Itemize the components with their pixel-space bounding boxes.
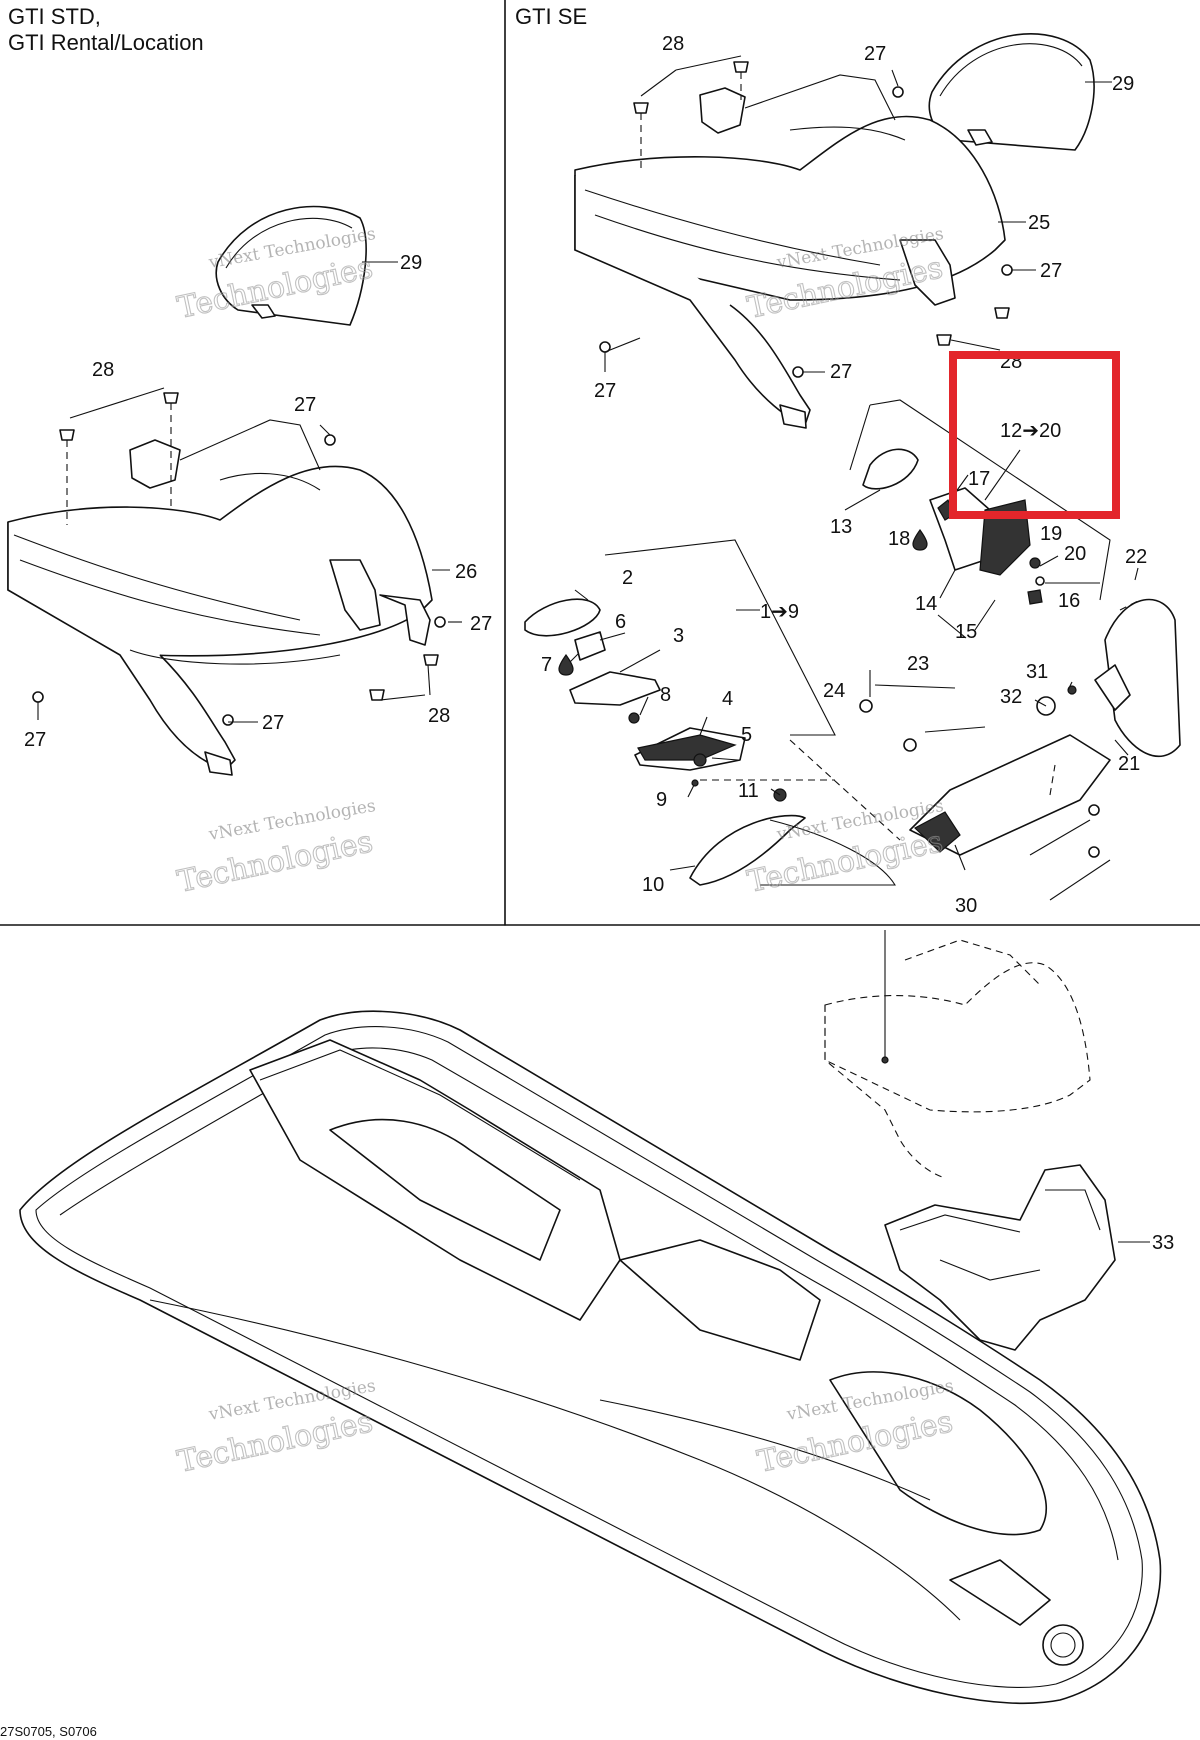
callout-28-left-bottom: 28 xyxy=(428,705,450,727)
callout-1-9: 1➔9 xyxy=(760,601,799,623)
callout-30: 30 xyxy=(955,895,977,917)
left-panel-drawing xyxy=(7,205,462,776)
callout-28-left-top: 28 xyxy=(92,359,114,381)
callout-8: 8 xyxy=(660,684,671,706)
panel-title-gti-std: GTI STD, xyxy=(8,4,101,29)
right-panel-drawing xyxy=(524,33,1181,901)
callout-23: 23 xyxy=(907,653,929,675)
callout-29-left: 29 xyxy=(400,252,422,274)
callout-27-left-bottom: 27 xyxy=(24,729,46,751)
callout-32: 32 xyxy=(1000,686,1022,708)
assembly-leaders xyxy=(567,449,1139,871)
callout-19: 19 xyxy=(1040,523,1062,545)
callout-27-right-top: 27 xyxy=(864,43,886,65)
oil-drop-icon-18 xyxy=(912,528,928,551)
callout-24: 24 xyxy=(823,680,845,702)
body-reference-outline xyxy=(824,930,1091,1179)
highlight-box-12-20 xyxy=(949,351,1120,519)
callout-12-20: 12➔20 xyxy=(1000,420,1061,442)
callout-10: 10 xyxy=(642,874,664,896)
watermark-5-line2: Technologies xyxy=(174,1404,375,1480)
callout-18: 18 xyxy=(888,528,910,550)
panel-title-gti-se: GTI SE xyxy=(515,4,587,29)
assembly-12-20 xyxy=(849,399,1111,605)
callout-26: 26 xyxy=(455,561,477,583)
left-fasteners xyxy=(32,387,462,726)
footer-drawing-code: 27S0705, S0706 xyxy=(0,1724,97,1739)
callout-17: 17 xyxy=(968,468,990,490)
callout-27-right-mid: 27 xyxy=(1040,260,1062,282)
hull-drawing xyxy=(19,1010,1162,1705)
callout-27-left-right: 27 xyxy=(470,613,492,635)
callout-7: 7 xyxy=(541,654,552,676)
panel-dividers xyxy=(0,0,1200,926)
callout-11: 11 xyxy=(738,780,759,802)
callout-15: 15 xyxy=(955,621,977,643)
callout-28-right-top: 28 xyxy=(662,33,684,55)
callout-22: 22 xyxy=(1125,546,1147,568)
callout-16: 16 xyxy=(1058,590,1080,612)
oil-drop-icon-7 xyxy=(558,653,574,676)
mount-assembly xyxy=(859,598,1181,901)
callout-20: 20 xyxy=(1064,543,1086,565)
callout-27-left-mid: 27 xyxy=(262,712,284,734)
panel-title-gti-rental: GTI Rental/Location xyxy=(8,30,204,55)
callout-3: 3 xyxy=(673,625,684,647)
right-fasteners xyxy=(599,55,1036,378)
callout-27-right-left: 27 xyxy=(594,380,616,402)
part-33 xyxy=(884,1164,1150,1351)
callout-5: 5 xyxy=(741,724,752,746)
callout-6: 6 xyxy=(615,611,626,633)
assembly-1-9 xyxy=(524,539,901,886)
callout-25: 25 xyxy=(1028,212,1050,234)
callout-33: 33 xyxy=(1152,1232,1174,1254)
callout-9: 9 xyxy=(656,789,667,811)
callout-27-right-center: 27 xyxy=(830,361,852,383)
callout-31: 31 xyxy=(1026,661,1048,683)
watermark-3-line2: Technologies xyxy=(174,824,375,900)
callout-4: 4 xyxy=(722,688,733,710)
callout-14: 14 xyxy=(915,593,937,615)
callout-27-left-top: 27 xyxy=(294,394,316,416)
callout-2: 2 xyxy=(622,567,633,589)
callout-29-right: 29 xyxy=(1112,73,1134,95)
callout-13: 13 xyxy=(830,516,852,538)
callout-21: 21 xyxy=(1118,753,1140,775)
